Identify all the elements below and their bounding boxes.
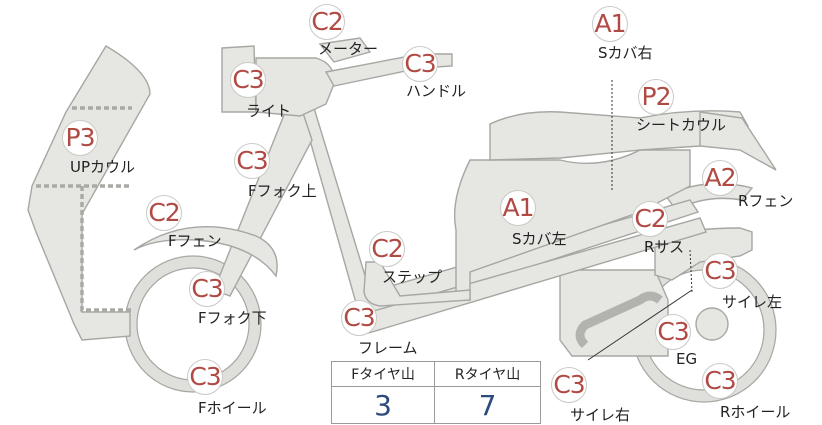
r-wheel-grade-badge[interactable]: C3 bbox=[702, 363, 738, 399]
r-fender-grade-badge[interactable]: A2 bbox=[702, 160, 738, 196]
step-label: ステップ bbox=[382, 268, 443, 286]
f-fork-down-grade-badge[interactable]: C3 bbox=[189, 271, 225, 307]
f-fender-label: Fフェン bbox=[168, 232, 222, 250]
tire-tread-table: Fタイヤ山 Rタイヤ山 3 7 bbox=[330, 361, 541, 424]
meter-grade-badge[interactable]: C2 bbox=[309, 4, 345, 40]
frame-grade-badge[interactable]: C3 bbox=[341, 300, 377, 336]
front-fender-shape bbox=[133, 226, 278, 278]
muffler-r-grade-badge[interactable]: C3 bbox=[551, 367, 587, 403]
front-fork-shape bbox=[213, 109, 313, 297]
up-cowl-label: UPカウル bbox=[70, 158, 136, 176]
handle-grade-badge[interactable]: C3 bbox=[402, 46, 438, 82]
side-cover-shape bbox=[453, 149, 691, 301]
f-fender-grade-badge[interactable]: C2 bbox=[146, 195, 182, 231]
meter-label: メーター bbox=[318, 40, 379, 58]
r-wheel-label: Rホイール bbox=[720, 403, 791, 421]
s-cover-r-label: Sカバ右 bbox=[598, 44, 653, 62]
seat-cowl-tail-shape bbox=[699, 111, 777, 171]
tire-table-value-row: 3 7 bbox=[330, 386, 541, 424]
eg-label: EG bbox=[676, 350, 698, 368]
handle-label: ハンドル bbox=[406, 82, 467, 100]
front-cowl-shape bbox=[27, 45, 151, 341]
f-fork-down-label: Fフォク下 bbox=[198, 309, 267, 327]
r-sus-label: Rサス bbox=[644, 238, 685, 256]
up-cowl-grade-badge[interactable]: P3 bbox=[62, 120, 98, 156]
f-wheel-label: Fホイール bbox=[198, 399, 267, 417]
exhaust-pipe-shape bbox=[575, 291, 663, 349]
tire-table-header-row: Fタイヤ山 Rタイヤ山 bbox=[330, 361, 541, 387]
seat-cowl-grade-badge[interactable]: P2 bbox=[638, 79, 674, 115]
light-grade-badge[interactable]: C3 bbox=[230, 62, 266, 98]
rear-tire-header: Rタイヤ山 bbox=[434, 361, 541, 387]
frame-label: フレーム bbox=[358, 339, 418, 357]
muffler-leader-line bbox=[689, 249, 693, 293]
front-tire-header: Fタイヤ山 bbox=[330, 361, 436, 387]
r-fender-label: Rフェン bbox=[738, 192, 794, 210]
muffler-l-label: サイレ左 bbox=[722, 293, 783, 311]
front-tire-value: 3 bbox=[330, 386, 436, 424]
f-fork-up-label: Fフォク上 bbox=[248, 182, 317, 200]
muffler-l-grade-badge[interactable]: C3 bbox=[702, 253, 738, 289]
muffler-r-label: サイレ右 bbox=[570, 406, 631, 424]
meter-shape bbox=[318, 37, 372, 63]
s-cover-r-grade-badge[interactable]: A1 bbox=[592, 6, 628, 42]
rear-tire-value: 7 bbox=[434, 386, 541, 424]
step-grade-badge[interactable]: C2 bbox=[369, 231, 405, 267]
rear-hub-shape bbox=[695, 307, 729, 341]
f-wheel-grade-badge[interactable]: C3 bbox=[187, 359, 223, 395]
seat-cowl-label: シートカウル bbox=[636, 116, 727, 134]
f-fork-up-grade-badge[interactable]: C3 bbox=[234, 143, 270, 179]
s-cover-l-label: Sカバ左 bbox=[512, 230, 567, 248]
seat-shape bbox=[489, 110, 750, 161]
s-cover-l-grade-badge[interactable]: A1 bbox=[500, 190, 536, 226]
front-cowl-seam-lines bbox=[36, 106, 132, 312]
muffler-right-leader-line bbox=[587, 289, 693, 361]
eg-grade-badge[interactable]: C3 bbox=[655, 314, 691, 350]
r-sus-grade-badge[interactable]: C2 bbox=[632, 201, 668, 237]
light-label: ライト bbox=[246, 102, 292, 120]
